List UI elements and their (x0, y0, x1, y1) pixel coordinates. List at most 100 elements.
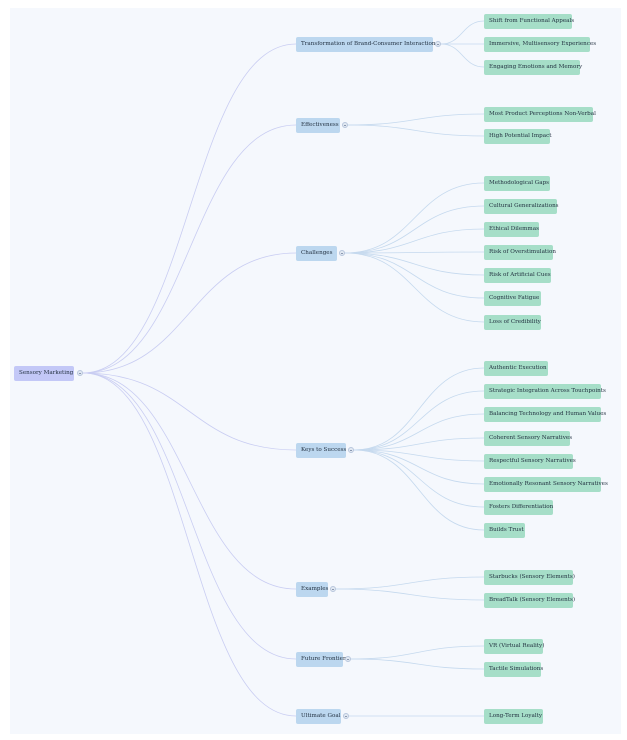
branch-link (344, 205, 485, 254)
branch-link (353, 367, 485, 451)
leaf-node[interactable]: Fosters Differentiation (484, 499, 553, 515)
leaf-node[interactable]: Long-Term Loyalty (484, 708, 543, 724)
leaf-node[interactable]: Immersive, Multisensory Experiences (484, 36, 596, 52)
branch-link (344, 182, 485, 254)
branch-node[interactable]: Future Frontiers (296, 651, 349, 667)
leaf-node[interactable]: Cultural Generalizations (484, 198, 559, 214)
branch-node-label: Examples (301, 585, 329, 592)
collapse-toggle-icon[interactable] (348, 447, 354, 453)
branch-link (344, 252, 485, 299)
collapse-toggle-icon[interactable] (345, 656, 351, 662)
branch-node[interactable]: Effectiveness (296, 117, 340, 133)
leaf-node-label: Risk of Overstimulation (489, 248, 556, 255)
root-link (82, 372, 297, 717)
branch-link (353, 413, 485, 451)
branch-link (353, 449, 485, 531)
leaf-node[interactable]: BreadTalk (Sensory Elements) (484, 592, 576, 608)
collapse-toggle-icon[interactable] (339, 250, 345, 256)
leaf-node[interactable]: Cognitive Fatigue (484, 290, 541, 306)
branch-link (335, 588, 485, 601)
branch-link (350, 645, 485, 660)
leaf-node-label: BreadTalk (Sensory Elements) (489, 596, 576, 603)
leaf-node[interactable]: Respectful Sensory Narratives (484, 453, 576, 469)
branch-link (353, 390, 485, 451)
leaf-node-label: VR (Virtual Reality) (489, 642, 545, 649)
root-node-label: Sensory Marketing (19, 369, 74, 376)
branch-node-label: Transformation of Brand-Consumer Interac… (301, 40, 439, 47)
leaf-node[interactable]: High Potential Impact (484, 128, 552, 144)
leaf-node-label: Immersive, Multisensory Experiences (489, 40, 597, 47)
leaf-node[interactable]: Shift from Functional Appeals (484, 13, 575, 29)
collapse-toggle-icon[interactable] (77, 370, 83, 376)
root-link (82, 252, 297, 374)
leaf-node[interactable]: Authentic Execution (484, 360, 548, 376)
collapse-toggle-icon[interactable] (435, 41, 441, 47)
branch-link (344, 251, 485, 254)
leaf-node-label: Strategic Integration Across Touchpoints (489, 387, 606, 394)
branch-link (350, 658, 485, 670)
leaf-node-label: Authentic Execution (489, 364, 547, 371)
leaf-node[interactable]: VR (Virtual Reality) (484, 638, 545, 654)
root-link (82, 43, 297, 374)
leaf-node-label: Tactile Simulations (489, 665, 544, 672)
leaf-node[interactable]: Loss of Credibility (484, 314, 541, 330)
root-node[interactable]: Sensory Marketing (14, 365, 74, 381)
branch-node[interactable]: Transformation of Brand-Consumer Interac… (296, 36, 438, 52)
leaf-node-label: Long-Term Loyalty (489, 712, 543, 719)
branch-link (353, 437, 485, 451)
branch-link (344, 252, 485, 276)
leaf-node-label: Starbucks (Sensory Elements) (489, 573, 575, 580)
leaf-node-label: Risk of Artificial Cues (489, 271, 551, 278)
leaf-node-label: Engaging Emotions and Memory (489, 63, 583, 70)
leaf-node[interactable]: Starbucks (Sensory Elements) (484, 569, 575, 585)
branch-node-label: Ultimate Goal (301, 712, 341, 719)
branch-node-label: Future Frontiers (301, 655, 349, 662)
leaf-node-label: Balancing Technology and Human Values (489, 410, 607, 417)
collapse-toggle-icon[interactable] (342, 122, 348, 128)
leaf-node-label: Emotionally Resonant Sensory Narratives (489, 480, 608, 487)
leaf-node[interactable]: Coherent Sensory Narratives (484, 430, 573, 446)
leaf-node[interactable]: Builds Trust (484, 522, 525, 538)
collapse-toggle-icon[interactable] (343, 713, 349, 719)
branch-node-label: Challenges (301, 249, 333, 256)
leaf-node[interactable]: Methodological Gaps (484, 175, 550, 191)
leaf-node-label: Coherent Sensory Narratives (489, 434, 573, 441)
branch-node-label: Keys to Success (301, 446, 347, 453)
leaf-node-label: Builds Trust (489, 526, 524, 533)
leaf-node[interactable]: Balancing Technology and Human Values (484, 406, 606, 422)
branch-link (440, 20, 485, 45)
leaf-node[interactable]: Emotionally Resonant Sensory Narratives (484, 476, 608, 492)
leaf-node-label: Cognitive Fatigue (489, 294, 540, 301)
branch-node[interactable]: Ultimate Goal (296, 708, 341, 724)
leaf-node[interactable]: Most Product Perceptions Non-Verbal (484, 106, 596, 122)
branch-link (335, 576, 485, 590)
leaf-node[interactable]: Tactile Simulations (484, 661, 544, 677)
branch-link (353, 449, 485, 508)
branch-link (344, 228, 485, 254)
branch-link (353, 449, 485, 462)
root-link (82, 124, 297, 374)
leaf-node-label: Loss of Credibility (489, 318, 541, 325)
branch-link (353, 449, 485, 485)
branch-link (344, 252, 485, 323)
leaf-node-label: Respectful Sensory Narratives (489, 457, 576, 464)
leaf-node-label: High Potential Impact (489, 132, 552, 139)
branch-link (440, 43, 485, 68)
root-link (82, 372, 297, 590)
branch-node[interactable]: Challenges (296, 245, 337, 261)
collapse-toggle-icon[interactable] (330, 586, 336, 592)
leaf-node[interactable]: Risk of Overstimulation (484, 244, 556, 260)
leaf-node[interactable]: Strategic Integration Across Touchpoints (484, 383, 606, 399)
leaf-node-label: Ethical Dilemmas (489, 225, 539, 232)
branch-node[interactable]: Examples (296, 581, 329, 597)
leaf-node-label: Methodological Gaps (489, 179, 550, 186)
leaf-node-label: Shift from Functional Appeals (489, 17, 575, 24)
branch-link (347, 124, 485, 137)
leaf-node[interactable]: Risk of Artificial Cues (484, 267, 551, 283)
leaf-node[interactable]: Engaging Emotions and Memory (484, 59, 583, 75)
branch-node[interactable]: Keys to Success (296, 442, 347, 458)
leaf-node-label: Cultural Generalizations (489, 202, 559, 209)
leaf-node[interactable]: Ethical Dilemmas (484, 221, 539, 237)
root-link (82, 372, 297, 660)
